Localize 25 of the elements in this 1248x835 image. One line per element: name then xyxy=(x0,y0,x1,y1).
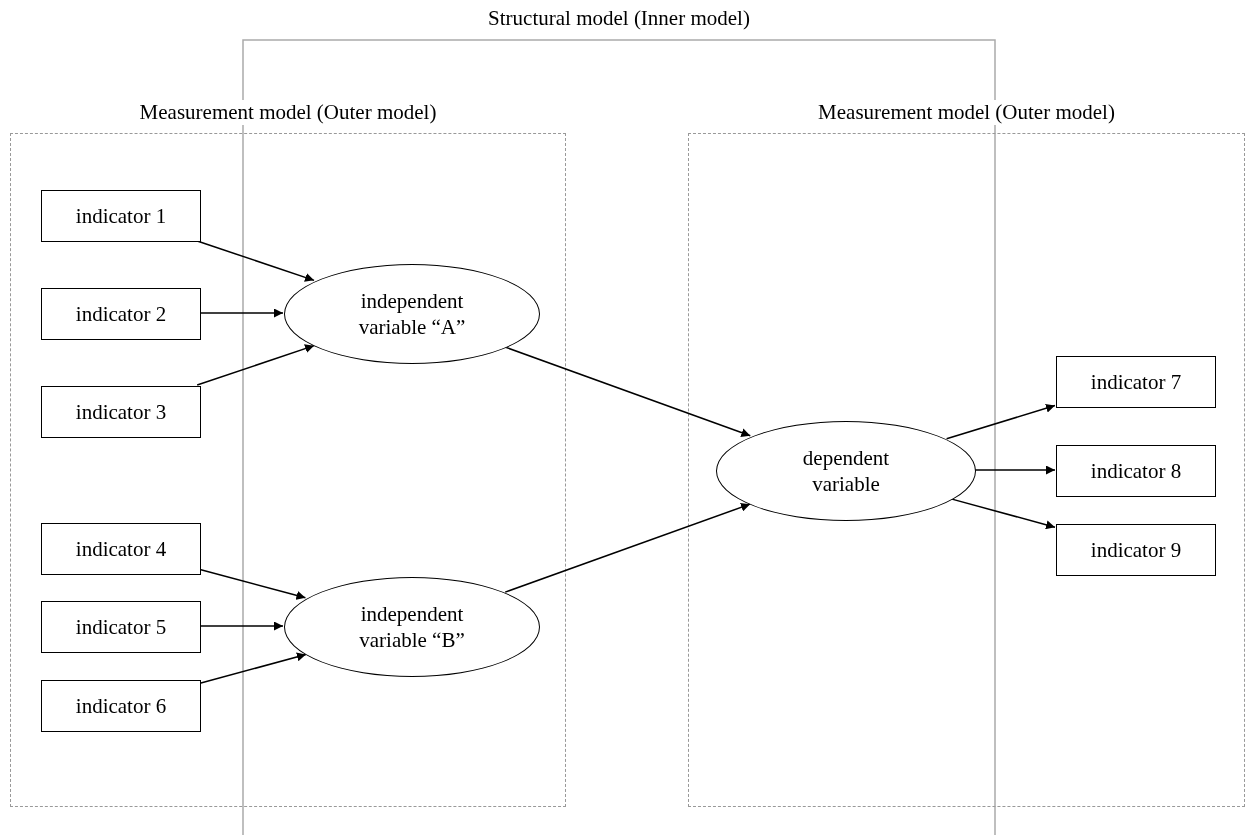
model-heading: Measurement model (Outer model) xyxy=(816,100,1117,125)
indicator-box: indicator 1 xyxy=(41,190,201,242)
arrow xyxy=(196,240,315,282)
indicator-box: indicator 6 xyxy=(41,680,201,732)
indicator-box: indicator 3 xyxy=(41,386,201,438)
arrow xyxy=(974,465,1056,475)
indicator-box: indicator 7 xyxy=(1056,356,1216,408)
model-heading: Measurement model (Outer model) xyxy=(137,100,439,125)
model-heading: Structural model (Inner model) xyxy=(488,6,750,31)
latent-variable-ellipse: independent variable “A” xyxy=(284,264,540,364)
arrow xyxy=(504,502,751,593)
arrow xyxy=(196,344,315,386)
arrow xyxy=(199,568,307,600)
indicator-box: indicator 8 xyxy=(1056,445,1216,497)
indicator-box: indicator 4 xyxy=(41,523,201,575)
arrow xyxy=(945,403,1056,440)
latent-variable-ellipse: independent variable “B” xyxy=(284,577,540,677)
indicator-box: indicator 5 xyxy=(41,601,201,653)
indicator-box: indicator 2 xyxy=(41,288,201,340)
arrow xyxy=(199,652,307,685)
arrow xyxy=(199,621,284,631)
latent-variable-ellipse: dependent variable xyxy=(716,421,976,521)
arrow xyxy=(504,346,752,437)
indicator-box: indicator 9 xyxy=(1056,524,1216,576)
arrow xyxy=(199,308,284,318)
